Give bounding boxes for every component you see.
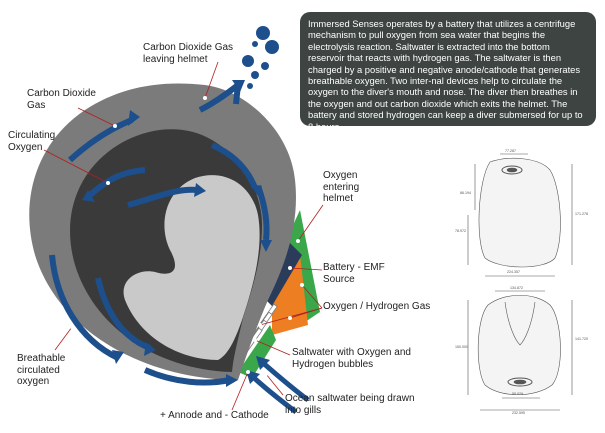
dim-bottom-4: 55.029 xyxy=(512,392,523,396)
dim-top-5: 224.357 xyxy=(507,270,520,274)
arrow-heads xyxy=(82,80,272,387)
label-battery: Battery - EMF Source xyxy=(323,262,385,285)
intake-arrow-heads xyxy=(246,356,270,384)
pointer-lines xyxy=(43,61,324,411)
label-anode-cathode: + Annode and - Cathode xyxy=(160,410,269,421)
label-oxygen-entering: Oxygen entering helmet xyxy=(323,170,360,204)
dim-bottom-5: 232.595 xyxy=(512,411,525,415)
dim-top-1: 77.287 xyxy=(505,149,516,153)
description-text: Immersed Senses operates by a battery th… xyxy=(308,18,583,132)
visor-opening xyxy=(123,175,260,360)
label-co2-gas: Carbon Dioxide Gas xyxy=(27,88,96,111)
dim-top-2: 86.194 xyxy=(460,191,471,195)
airflow-arrows xyxy=(49,82,270,386)
dim-bottom-2: 150.000 xyxy=(455,345,468,349)
label-co2-leaving: Carbon Dioxide Gas leaving helmet xyxy=(143,42,234,65)
label-oxygen-hydrogen: Oxygen / Hydrogen Gas xyxy=(323,301,431,312)
dim-bottom-3: 141.720 xyxy=(575,337,588,341)
pointer-dots xyxy=(70,96,304,376)
co2-bubbles xyxy=(242,26,279,89)
description-box: Immersed Senses operates by a battery th… xyxy=(300,12,596,132)
tech-drawing-top xyxy=(467,153,573,277)
dim-top-4: 78.972 xyxy=(455,229,466,233)
ocean-intake-arrows xyxy=(250,360,310,414)
label-ocean-saltwater: Ocean saltwater being drawn into gills xyxy=(285,393,415,416)
label-breathable-oxygen: Breathable circulated oxygen xyxy=(17,353,66,387)
label-circulating-oxygen: Circulating Oxygen xyxy=(8,130,56,153)
tech-dims: 77.287 86.194 171.278 78.972 224.357 134… xyxy=(455,149,588,415)
dim-top-3: 171.278 xyxy=(575,212,588,216)
dim-bottom-1: 134.872 xyxy=(510,286,523,290)
label-saltwater-bubbles: Saltwater with Oxygen and Hydrogen bubbl… xyxy=(292,347,411,370)
battery-module xyxy=(283,210,320,322)
tech-drawing-bottom xyxy=(467,290,573,411)
